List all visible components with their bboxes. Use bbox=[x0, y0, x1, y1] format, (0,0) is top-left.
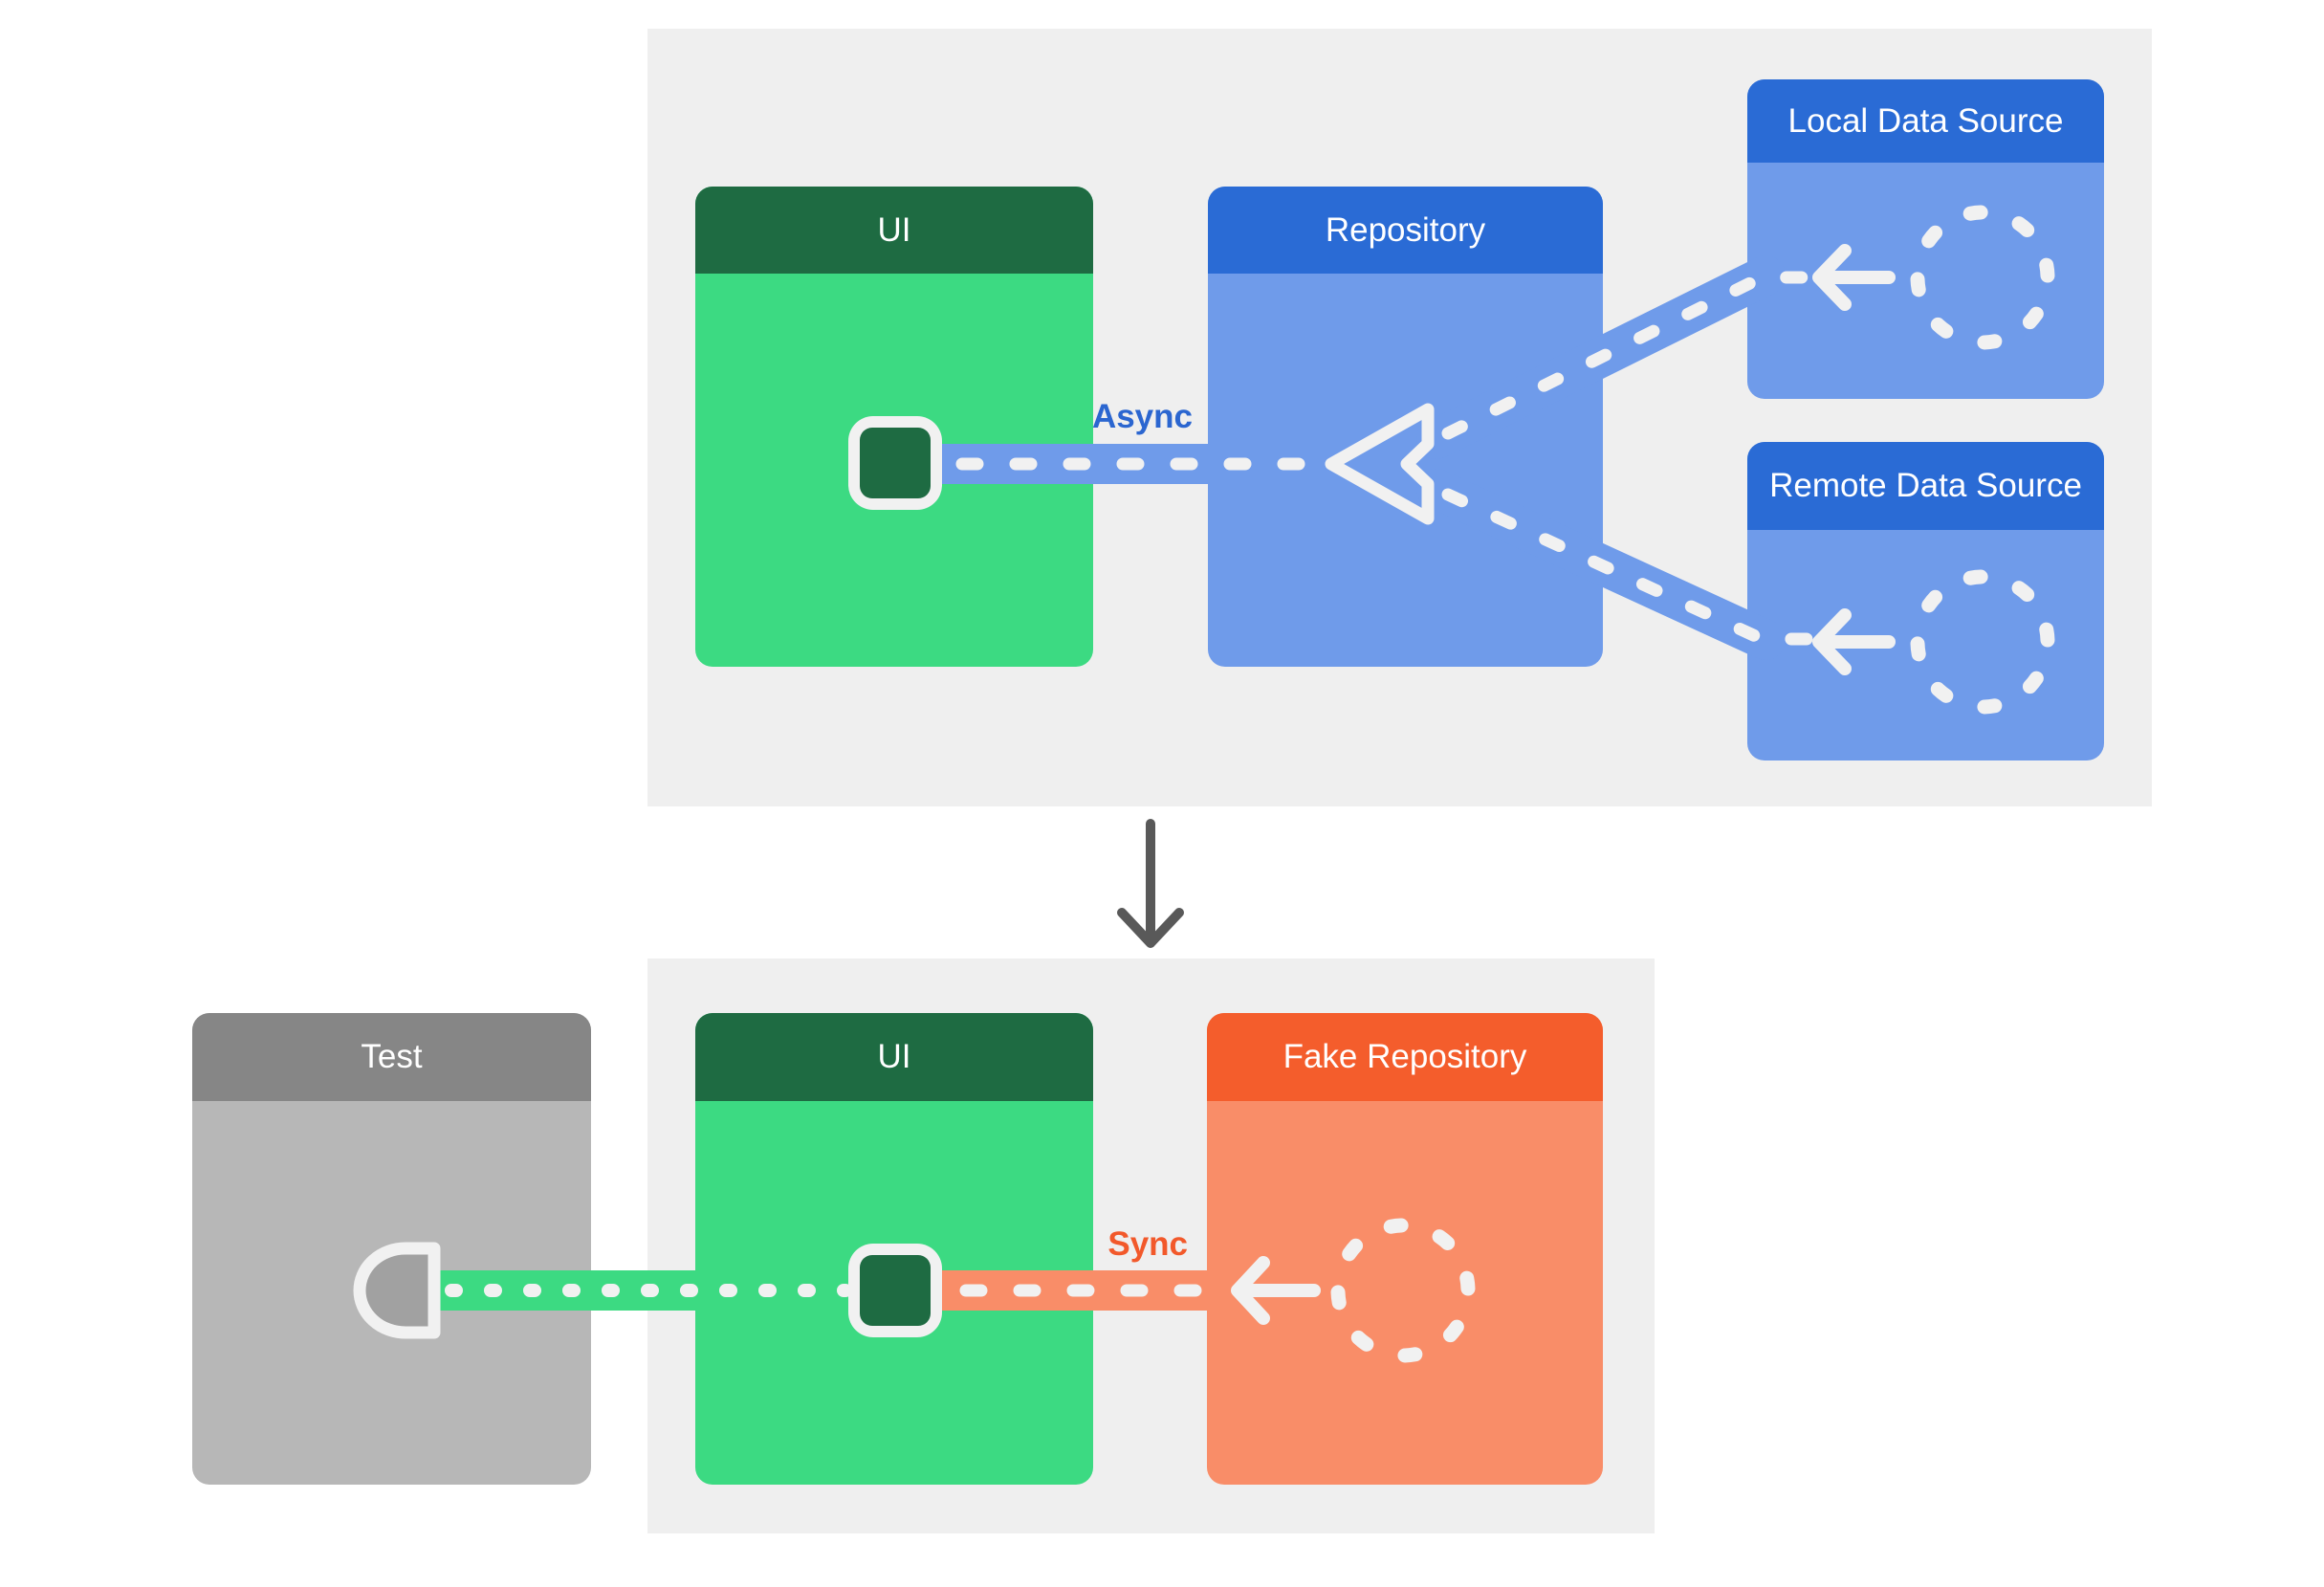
repository-box-title: Repository bbox=[1208, 187, 1603, 274]
fake-repository-box: Fake Repository bbox=[1207, 1013, 1603, 1485]
test-box-title: Test bbox=[192, 1013, 591, 1101]
sync-label: Sync bbox=[1107, 1225, 1188, 1263]
ui-box-title: UI bbox=[695, 187, 1093, 274]
remote-data-source-box: Remote Data Source bbox=[1747, 442, 2104, 760]
fake-repository-title: Fake Repository bbox=[1207, 1013, 1603, 1101]
async-label: Async bbox=[1091, 398, 1193, 435]
ui-box-production: UI bbox=[695, 187, 1093, 667]
remote-data-source-title: Remote Data Source bbox=[1747, 442, 2104, 530]
local-data-source-box: Local Data Source bbox=[1747, 79, 2104, 399]
ui-box-test-title: UI bbox=[695, 1013, 1093, 1101]
repository-box: Repository bbox=[1208, 187, 1603, 667]
test-box: Test bbox=[192, 1013, 591, 1485]
local-data-source-title: Local Data Source bbox=[1747, 79, 2104, 163]
arrow-down-icon bbox=[1117, 819, 1184, 948]
